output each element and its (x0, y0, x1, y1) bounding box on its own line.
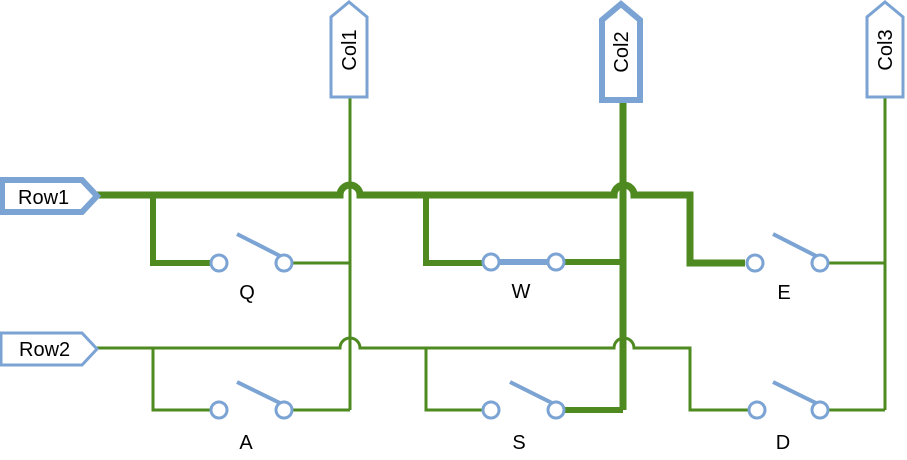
col2-label: Col2 (611, 31, 633, 72)
wires (97, 98, 887, 413)
switch-q[interactable] (209, 232, 294, 273)
col1-port: Col1 (329, 0, 369, 99)
switch-w[interactable] (481, 252, 566, 272)
switch-e[interactable] (745, 232, 830, 273)
col3-port: Col3 (865, 0, 905, 99)
key-label-s: S (512, 432, 525, 454)
key-label-e: E (777, 282, 790, 304)
switch-d[interactable] (747, 380, 830, 420)
row1-branch-w (423, 195, 484, 266)
col3-label: Col3 (875, 29, 897, 70)
switches (209, 232, 830, 420)
row2-branch-a (151, 348, 212, 412)
col2-port: Col2 (599, 0, 643, 103)
switch-a[interactable] (209, 380, 294, 420)
row1-label: Row1 (18, 187, 69, 209)
key-label-w: W (512, 281, 531, 303)
key-label-a: A (239, 432, 253, 454)
row2-port: Row2 (0, 331, 100, 367)
key-label-d: D (776, 432, 790, 454)
switch-s[interactable] (481, 380, 566, 420)
row2-branch-s (424, 348, 484, 412)
row1-branch-q (150, 195, 210, 266)
row2-bus (97, 336, 748, 412)
row1-port: Row1 (0, 177, 102, 215)
column-ports: Col1 Col2 Col3 (329, 0, 905, 103)
key-label-q: Q (239, 282, 255, 304)
row1-bus (97, 181, 745, 267)
row2-label: Row2 (19, 339, 70, 361)
col1-label: Col1 (339, 29, 361, 70)
key-labels: Q W E A S D (239, 281, 790, 454)
row-ports: Row1 Row2 (0, 177, 102, 367)
